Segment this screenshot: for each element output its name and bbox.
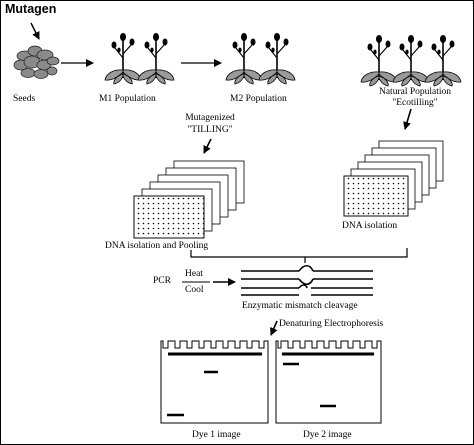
dna-isolation-label: DNA isolation [342,221,398,231]
mutagenized-label: Mutagenized [185,113,235,123]
merge-bracket [190,248,408,258]
dye1-gel [160,340,269,424]
pcr-label: PCR [153,276,171,286]
electrophoresis-label: Denaturing Electrophoresis [279,319,384,329]
m2-plants-icon [225,32,296,85]
tilling-label: "TILLING" [187,125,233,135]
mutagen-label: Mutagen [5,2,57,16]
dye1-image-label: Dye 1 image [192,430,241,440]
natural-population-label: Natural Population [378,87,452,97]
electrophoresis-arrow [270,320,278,336]
cleaved-dna-icon [241,284,373,296]
m1-population-label: M1 Population [99,94,156,104]
dye2-image-label: Dye 2 image [303,430,352,440]
mutagen-arrow [30,22,40,40]
ecotilling-label: "Ecotilling" [392,98,438,108]
m2-population-label: M2 Population [230,94,287,104]
ecotilling-arrow [403,108,412,130]
mismatch-cleavage-label: Enzymatic mismatch cleavage [242,301,358,311]
dye2-gel [275,340,382,424]
seeds-icon [13,45,60,79]
tilling-arrow [203,138,212,154]
heteroduplex-dna-icon [241,264,373,286]
ecotilling-plate-stack [343,140,444,217]
cool-label: Cool [185,285,204,295]
heat-label: Heat [185,269,203,279]
natural-plants-icon [360,34,462,87]
tilling-plate-stack [133,160,245,239]
dna-isolation-pooling-label: DNA isolation and Pooling [105,241,209,251]
seeds-label: Seeds [13,94,36,104]
m1-plants-icon [104,32,175,85]
